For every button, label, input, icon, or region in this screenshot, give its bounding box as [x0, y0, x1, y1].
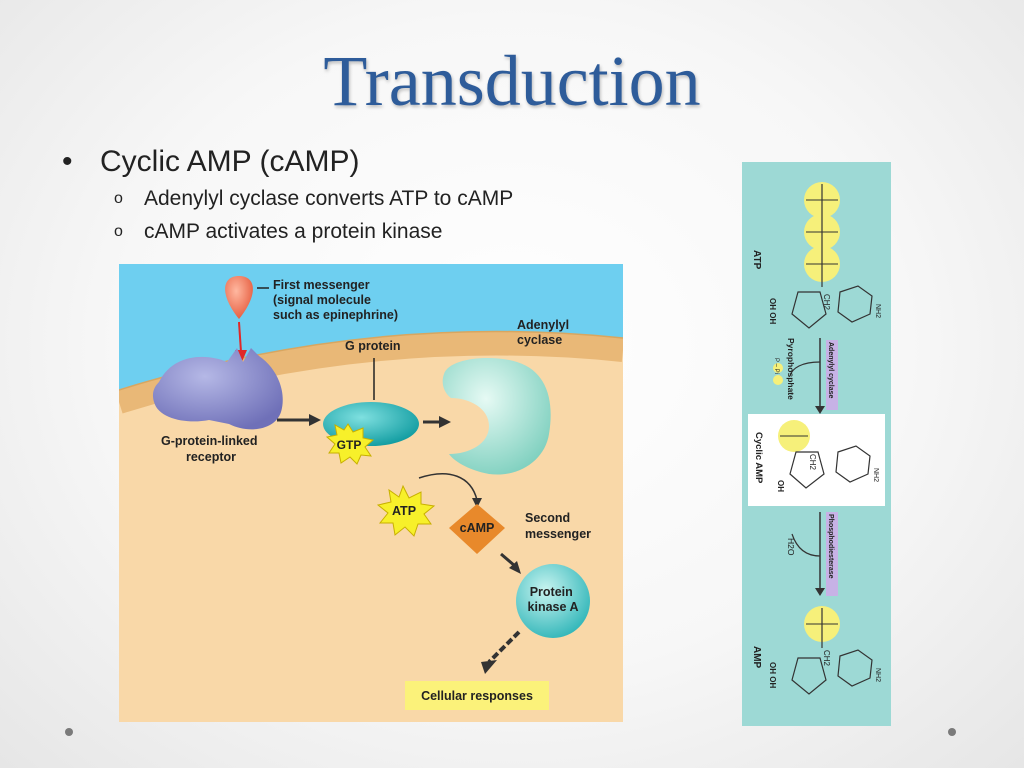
adenylyl-cyclase-tag — [826, 340, 838, 410]
sub-bullet-text: Adenylyl cyclase converts ATP to cAMP — [144, 187, 514, 210]
cyclic-amp-label: Cyclic AMP — [753, 432, 764, 484]
first-messenger-arrow — [238, 321, 242, 353]
bullet-main-text: Cyclic AMP (cAMP) — [100, 145, 360, 178]
sub-bullet-text: cAMP activates a protein kinase — [144, 220, 443, 243]
arrowhead — [309, 414, 321, 426]
protein-kinase-label: Protein kinase A — [528, 585, 579, 614]
oh-oh-label: OH OH — [768, 662, 777, 688]
ch2-label: CH2 — [808, 454, 817, 471]
g-protein-label: G protein — [345, 339, 401, 353]
arrowhead — [472, 498, 482, 508]
second-messenger-label: Second messenger — [525, 511, 591, 541]
phosphodiesterase-panel-label: Phosphodiesterase — [827, 514, 834, 579]
pyrophosphate-label: Pyrophosphate — [786, 338, 796, 400]
ribose-ring — [791, 291, 827, 329]
corner-dot-right — [948, 728, 956, 736]
cellular-responses-box — [405, 681, 549, 710]
cyclic-amp-box — [748, 414, 885, 506]
amp-panel-label: AMP — [751, 646, 762, 669]
sub-bullet-marker: o — [114, 190, 123, 207]
adenine-ring — [837, 649, 873, 687]
atp-camp-amp-panel: ATP CH2 OH OH NH2 Adenylyl cyclase Pyrop… — [742, 162, 891, 726]
nh2-label: NH2 — [872, 468, 879, 482]
atp-starburst — [376, 484, 436, 537]
ribose-ring — [789, 451, 825, 489]
arrowhead — [815, 406, 825, 414]
adenylyl-cyclase-panel-label: Adenylyl cyclase — [827, 342, 834, 399]
oh-label: OH — [776, 480, 785, 492]
atp-label: ATP — [392, 504, 416, 518]
bullet-main: • Cyclic AMP (cAMP) — [62, 142, 513, 182]
first-messenger-molecule — [225, 276, 253, 319]
oh-oh-label: OH OH — [768, 298, 777, 324]
bullet-dot: • — [62, 145, 73, 178]
ch2-label: CH2 — [822, 294, 831, 311]
sub-bullet: o Adenylyl cyclase converts ATP to cAMP — [62, 182, 513, 215]
adenylyl-cyclase — [442, 358, 551, 475]
arrowhead — [509, 561, 521, 574]
camp-label: cAMP — [460, 521, 495, 535]
receptor-label: G-protein-linked receptor — [161, 434, 261, 464]
kinase-to-responses-arrow — [487, 630, 521, 664]
camp-second-messenger — [449, 504, 505, 554]
camp-to-kinase-arrow — [500, 552, 516, 568]
protein-kinase-a — [516, 564, 590, 638]
water-arrow — [791, 533, 821, 557]
cellular-responses-label: Cellular responses — [421, 689, 533, 703]
adenylyl-cyclase-label: Adenylyl cyclase — [517, 318, 573, 347]
sub-bullet-marker: o — [114, 223, 123, 240]
slide-title: Transduction — [323, 41, 701, 121]
gtp-starburst — [325, 423, 375, 465]
ppi-circle — [773, 363, 783, 373]
ribose-ring — [791, 657, 827, 695]
g-protein-linked-receptor — [152, 348, 283, 430]
gtp-label: GTP — [337, 438, 362, 452]
ppi-label: P – Pi — [773, 358, 779, 374]
adenine-ring — [837, 285, 873, 323]
nh2-label: NH2 — [874, 304, 881, 318]
corner-dot-left — [65, 728, 73, 736]
ch2-label: CH2 — [822, 650, 831, 667]
pyrophosphate-arrow — [789, 361, 821, 377]
camp-pathway-diagram: First messenger (signal molecule such as… — [119, 264, 623, 722]
nh2-label: NH2 — [874, 668, 881, 682]
arrowhead — [815, 588, 825, 596]
ppi-circle — [773, 375, 783, 385]
adenine-ring — [835, 445, 871, 483]
arrowhead — [481, 660, 497, 674]
water-label: H2O — [786, 538, 796, 556]
phosphodiesterase-tag — [826, 512, 838, 596]
atp-panel-label: ATP — [751, 250, 762, 270]
arrowhead — [439, 416, 451, 428]
atp-to-camp-arrow — [418, 473, 478, 501]
first-messenger-label: First messenger (signal molecule such as… — [273, 278, 398, 322]
sub-bullet: o cAMP activates a protein kinase — [62, 215, 513, 248]
bullet-list: • Cyclic AMP (cAMP) o Adenylyl cyclase c… — [62, 142, 513, 248]
